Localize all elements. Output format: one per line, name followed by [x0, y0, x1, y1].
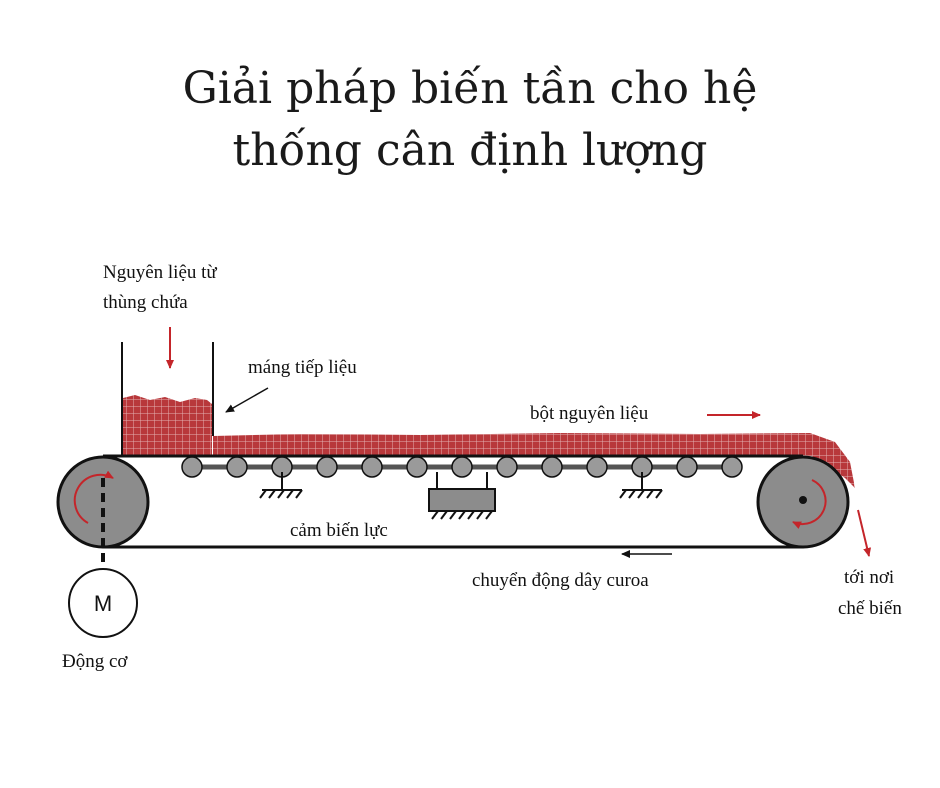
tail-pulley-axle [799, 496, 807, 504]
idler-roller [721, 456, 743, 478]
idler-roller [181, 456, 203, 478]
idler-roller [451, 456, 473, 478]
ground-support-left [259, 472, 303, 499]
label-source-line-1: Nguyên liệu từ [103, 262, 217, 283]
material-in-hopper [123, 395, 212, 456]
powder-layer [213, 433, 855, 488]
drive-pulley-rotation-arrow [73, 470, 114, 524]
idler-roller [676, 456, 698, 478]
load-cell [428, 472, 496, 520]
label-source-line-2: thùng chứa [103, 292, 188, 313]
label-load-cell: cảm biến lực [290, 520, 388, 541]
title-line-1: Giải pháp biến tần cho hệ [182, 63, 758, 114]
label-feed-chute: máng tiếp liệu [248, 357, 357, 378]
label-motor: Động cơ [62, 651, 128, 672]
idler-rollers [181, 456, 743, 478]
idler-roller [586, 456, 608, 478]
idler-roller [361, 456, 383, 478]
idler-roller [541, 456, 563, 478]
label-belt-motion: chuyển động dây curoa [472, 570, 649, 591]
idler-roller [316, 456, 338, 478]
label-powder: bột nguyên liệu [530, 403, 649, 424]
idler-roller [406, 456, 428, 478]
output-arrow [857, 509, 872, 557]
feed-chute-pointer [225, 387, 269, 413]
title-line-2: thống cân định lượng [232, 125, 708, 176]
idler-roller [226, 456, 248, 478]
label-output-line-1: tới nơi [844, 567, 894, 588]
motor [68, 568, 138, 638]
ground-support-right [619, 472, 663, 499]
page-title: Giải pháp biến tần cho hệ thống cân định… [0, 58, 940, 182]
label-output-line-2: chế biến [838, 598, 902, 619]
tail-pulley-rotation-arrow [792, 479, 827, 529]
idler-roller [496, 456, 518, 478]
motor-symbol: M [94, 591, 112, 616]
